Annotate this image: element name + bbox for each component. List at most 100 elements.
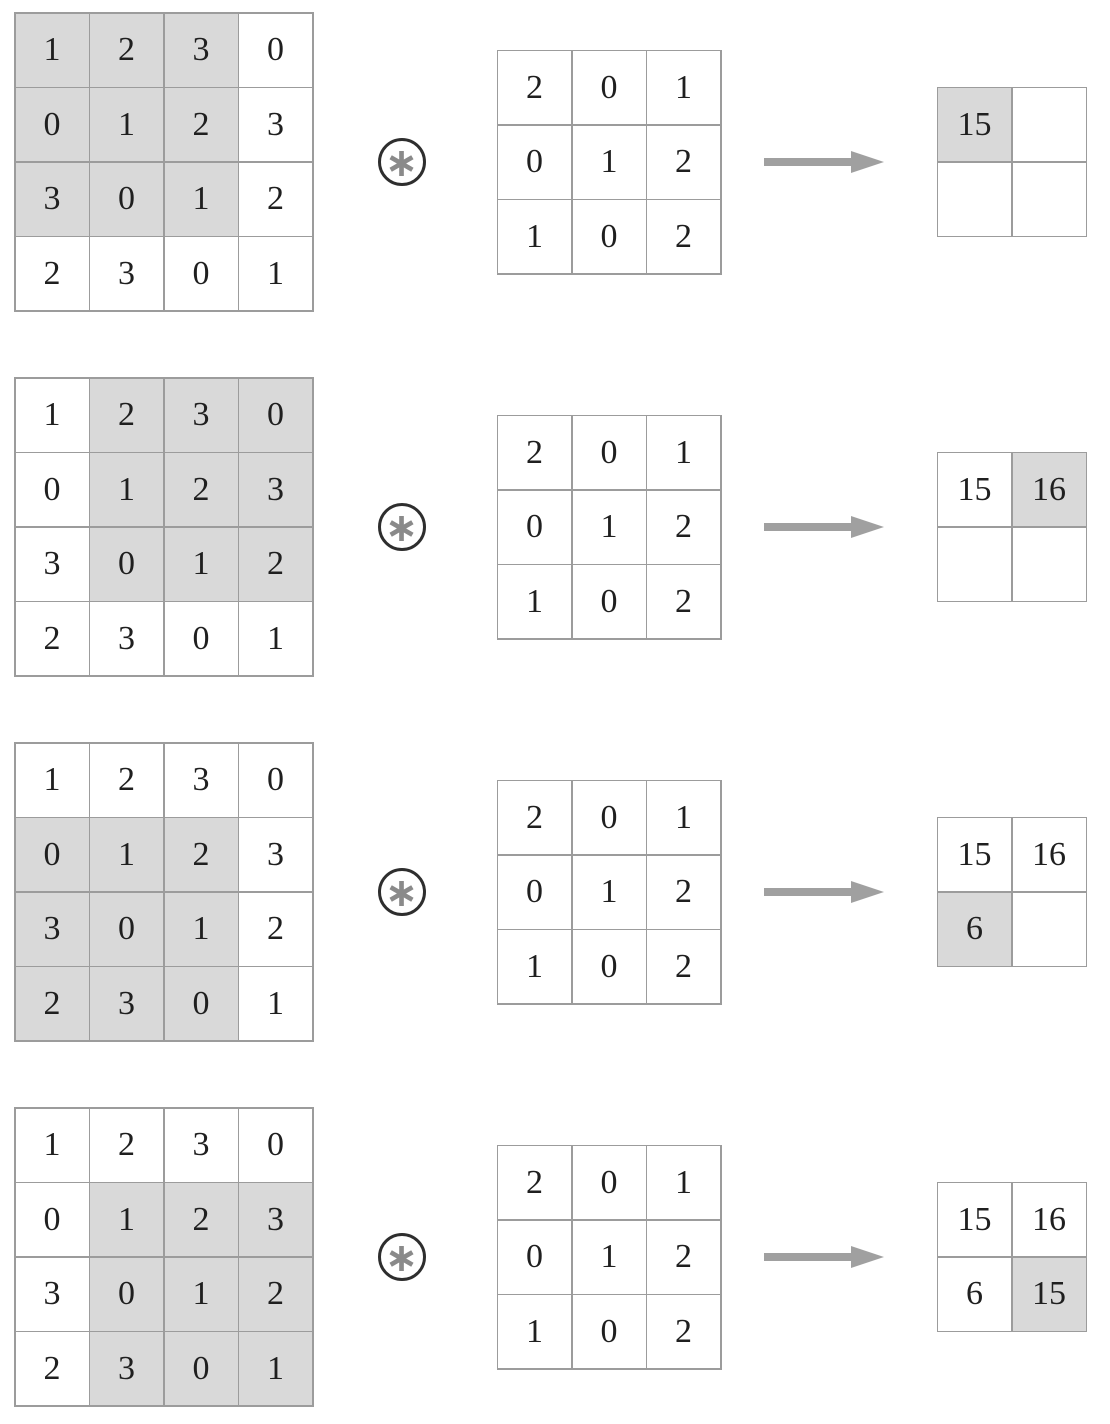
kernel-cell: 1 (572, 855, 646, 929)
input-cell: 1 (239, 237, 312, 311)
asterisk-icon: ∗ (384, 140, 419, 186)
kernel-cell: 0 (572, 51, 646, 124)
input-cell: 2 (239, 1257, 312, 1331)
kernel-cell: 2 (498, 781, 571, 854)
input-cell: 3 (239, 818, 312, 892)
input-cell: 2 (239, 527, 312, 601)
input-cell: 0 (15, 1183, 89, 1257)
kernel-cell: 2 (647, 855, 720, 929)
output-cell: 6 (938, 1257, 1011, 1331)
input-cell: 3 (164, 1108, 238, 1182)
input-cell: 2 (239, 162, 312, 236)
input-cell: 2 (15, 237, 89, 311)
kernel-cell: 2 (647, 490, 720, 564)
input-cell: 1 (239, 602, 312, 676)
arrow-right-icon (763, 1246, 884, 1268)
kernel-cell: 1 (572, 1220, 646, 1294)
kernel-cell: 2 (498, 416, 571, 489)
arrow-right-icon (763, 516, 884, 538)
input-cell: 0 (164, 237, 238, 311)
input-cell: 3 (15, 162, 89, 236)
output-cell (1012, 88, 1086, 162)
output-cell: 16 (1012, 453, 1086, 527)
output-cell: 16 (1012, 1183, 1086, 1257)
input-cell: 0 (239, 13, 312, 87)
asterisk-icon: ∗ (384, 1235, 419, 1281)
kernel-cell: 2 (647, 125, 720, 199)
kernel-cell: 1 (647, 416, 720, 489)
kernel-cell: 2 (647, 565, 720, 638)
input-cell: 2 (90, 378, 163, 452)
input-cell: 1 (90, 818, 163, 892)
input-cell: 3 (90, 1332, 163, 1406)
input-cell: 0 (90, 892, 163, 966)
output-cell (938, 527, 1011, 601)
input-cell: 1 (90, 1183, 163, 1257)
output-cell: 15 (938, 88, 1011, 162)
input-cell: 3 (15, 527, 89, 601)
input-cell: 3 (239, 453, 312, 527)
input-cell: 2 (90, 1108, 163, 1182)
input-cell: 0 (90, 1257, 163, 1331)
input-cell: 1 (15, 1108, 89, 1182)
convolution-operator-icon: ∗ (377, 138, 426, 186)
kernel-cell: 0 (498, 1220, 571, 1294)
kernel-cell: 1 (647, 51, 720, 124)
input-cell: 0 (90, 527, 163, 601)
input-cell: 2 (239, 892, 312, 966)
kernel-cell: 0 (572, 781, 646, 854)
asterisk-icon: ∗ (384, 505, 419, 551)
kernel-cell: 0 (572, 200, 646, 273)
output-cell: 15 (938, 453, 1011, 527)
kernel-cell: 0 (572, 416, 646, 489)
kernel-cell: 2 (647, 930, 720, 1003)
input-cell: 3 (164, 378, 238, 452)
input-cell: 0 (239, 378, 312, 452)
kernel-cell: 1 (498, 565, 571, 638)
kernel-cell: 2 (498, 1146, 571, 1219)
kernel-cell: 1 (572, 490, 646, 564)
kernel-cell: 2 (647, 1220, 720, 1294)
input-cell: 3 (164, 13, 238, 87)
input-cell: 1 (164, 1257, 238, 1331)
input-cell: 1 (239, 967, 312, 1041)
output-cell: 16 (1012, 818, 1086, 892)
input-cell: 0 (164, 602, 238, 676)
input-cell: 2 (15, 967, 89, 1041)
input-cell: 2 (164, 818, 238, 892)
input-cell: 2 (164, 1183, 238, 1257)
input-cell: 0 (15, 88, 89, 162)
kernel-cell: 1 (572, 125, 646, 199)
input-cell: 1 (15, 13, 89, 87)
input-cell: 0 (239, 1108, 312, 1182)
input-cell: 0 (164, 967, 238, 1041)
convolution-operator-icon: ∗ (377, 1233, 426, 1281)
output-cell (1012, 527, 1086, 601)
kernel-cell: 1 (498, 1295, 571, 1368)
input-cell: 2 (15, 602, 89, 676)
input-cell: 0 (90, 162, 163, 236)
input-cell: 2 (164, 88, 238, 162)
kernel-cell: 0 (498, 855, 571, 929)
output-cell (1012, 892, 1086, 966)
input-cell: 3 (90, 967, 163, 1041)
kernel-cell: 0 (572, 1146, 646, 1219)
input-cell: 0 (239, 743, 312, 817)
kernel-cell: 1 (498, 200, 571, 273)
input-cell: 1 (164, 892, 238, 966)
input-cell: 3 (90, 237, 163, 311)
input-cell: 0 (15, 453, 89, 527)
kernel-cell: 0 (572, 930, 646, 1003)
input-cell: 3 (15, 892, 89, 966)
